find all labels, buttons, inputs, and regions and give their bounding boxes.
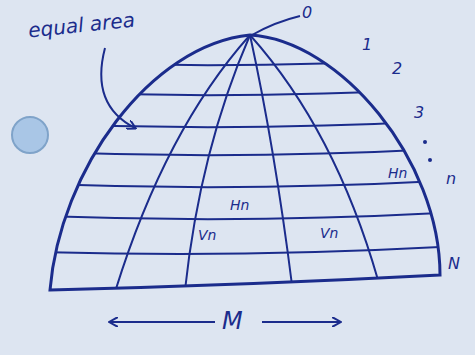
width-arrow bbox=[262, 321, 340, 323]
callout-text: equal area bbox=[27, 8, 136, 41]
callout-number: N bbox=[448, 255, 460, 273]
ellipsis-dot bbox=[428, 158, 432, 162]
dimension-label: M bbox=[222, 308, 243, 334]
callout-number: 1 bbox=[362, 36, 372, 54]
callout-number: 0 bbox=[302, 4, 312, 22]
callout-number: 3 bbox=[414, 104, 424, 122]
grid-label: Hn bbox=[228, 198, 251, 213]
punch-hole bbox=[12, 117, 48, 153]
grid-lines bbox=[40, 35, 460, 292]
ellipsis-dot bbox=[423, 140, 427, 144]
callout-number: 2 bbox=[392, 60, 402, 78]
dome-outline bbox=[50, 35, 440, 290]
grid-label: Vn bbox=[196, 228, 218, 243]
leader-line bbox=[252, 16, 300, 35]
grid-label: Hn bbox=[386, 166, 409, 181]
callout-arrow bbox=[101, 48, 135, 128]
width-arrow bbox=[110, 321, 215, 323]
callout-number: n bbox=[446, 170, 456, 188]
grid-label: Vn bbox=[318, 226, 340, 241]
